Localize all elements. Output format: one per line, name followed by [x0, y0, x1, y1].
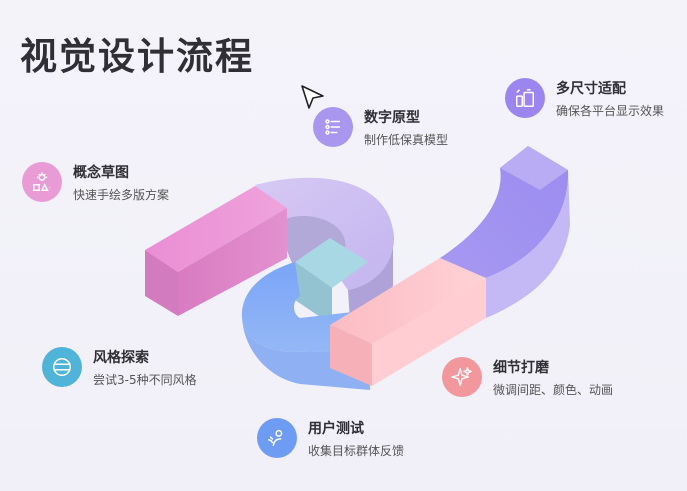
list-layout-icon: [325, 119, 341, 135]
multi-size-devices-icon: [516, 89, 534, 107]
sparkle-icon: [451, 367, 472, 386]
step-title: 细节打磨: [493, 360, 549, 376]
step-title: 用户测试: [308, 421, 364, 437]
step-badge: [505, 78, 545, 118]
connector-teal-top: [295, 238, 368, 288]
step-badge: [257, 418, 297, 458]
step-user-testing: 用户测试 收集目标群体反馈: [257, 418, 404, 459]
step-digital-prototype: 数字原型 制作低保真模型: [313, 107, 448, 148]
pointer-cursor-icon: [301, 85, 324, 109]
user-feedback-icon: [268, 429, 283, 447]
step-desc: 微调间距、颜色、动画: [493, 383, 614, 397]
step-title: 风格探索: [93, 350, 149, 366]
step-desc: 快速手绘多版方案: [73, 188, 170, 202]
step-desc: 确保各平台显示效果: [556, 104, 665, 118]
step-concept-sketch: 概念草图 快速手绘多版方案: [22, 162, 169, 203]
idea-shapes-icon: [33, 172, 51, 191]
block-pink-front: [178, 208, 287, 316]
step-badge: [442, 357, 482, 397]
page-title: 视觉设计流程: [20, 35, 254, 78]
arm-purple-cap: [500, 146, 568, 190]
step-multi-size: 多尺寸适配 确保各平台显示效果: [505, 78, 664, 119]
step-desc: 收集目标群体反馈: [308, 444, 405, 458]
block-pink-side: [145, 250, 178, 316]
step-style-exploration: 风格探索 尝试3-5种不同风格: [42, 347, 197, 388]
style-layers-icon: [53, 358, 71, 376]
connector-teal-front: [295, 262, 332, 325]
arc-lower-side: [242, 318, 370, 390]
arm-purple-side: [486, 170, 570, 318]
step-title: 多尺寸适配: [556, 81, 626, 97]
block-coral-top: [330, 258, 486, 344]
step-title: 概念草图: [73, 165, 129, 181]
step-detail-polish: 细节打磨 微调间距、颜色、动画: [442, 357, 613, 398]
step-badge: [22, 162, 62, 202]
step-desc: 尝试3-5种不同风格: [93, 373, 197, 387]
step-badge: [313, 107, 353, 147]
step-desc: 制作低保真模型: [364, 133, 449, 147]
step-title: 数字原型: [364, 110, 420, 126]
block-coral-left: [330, 325, 372, 386]
block-coral-front: [372, 278, 486, 386]
block-pink-top: [145, 186, 287, 272]
step-badge: [42, 347, 82, 387]
